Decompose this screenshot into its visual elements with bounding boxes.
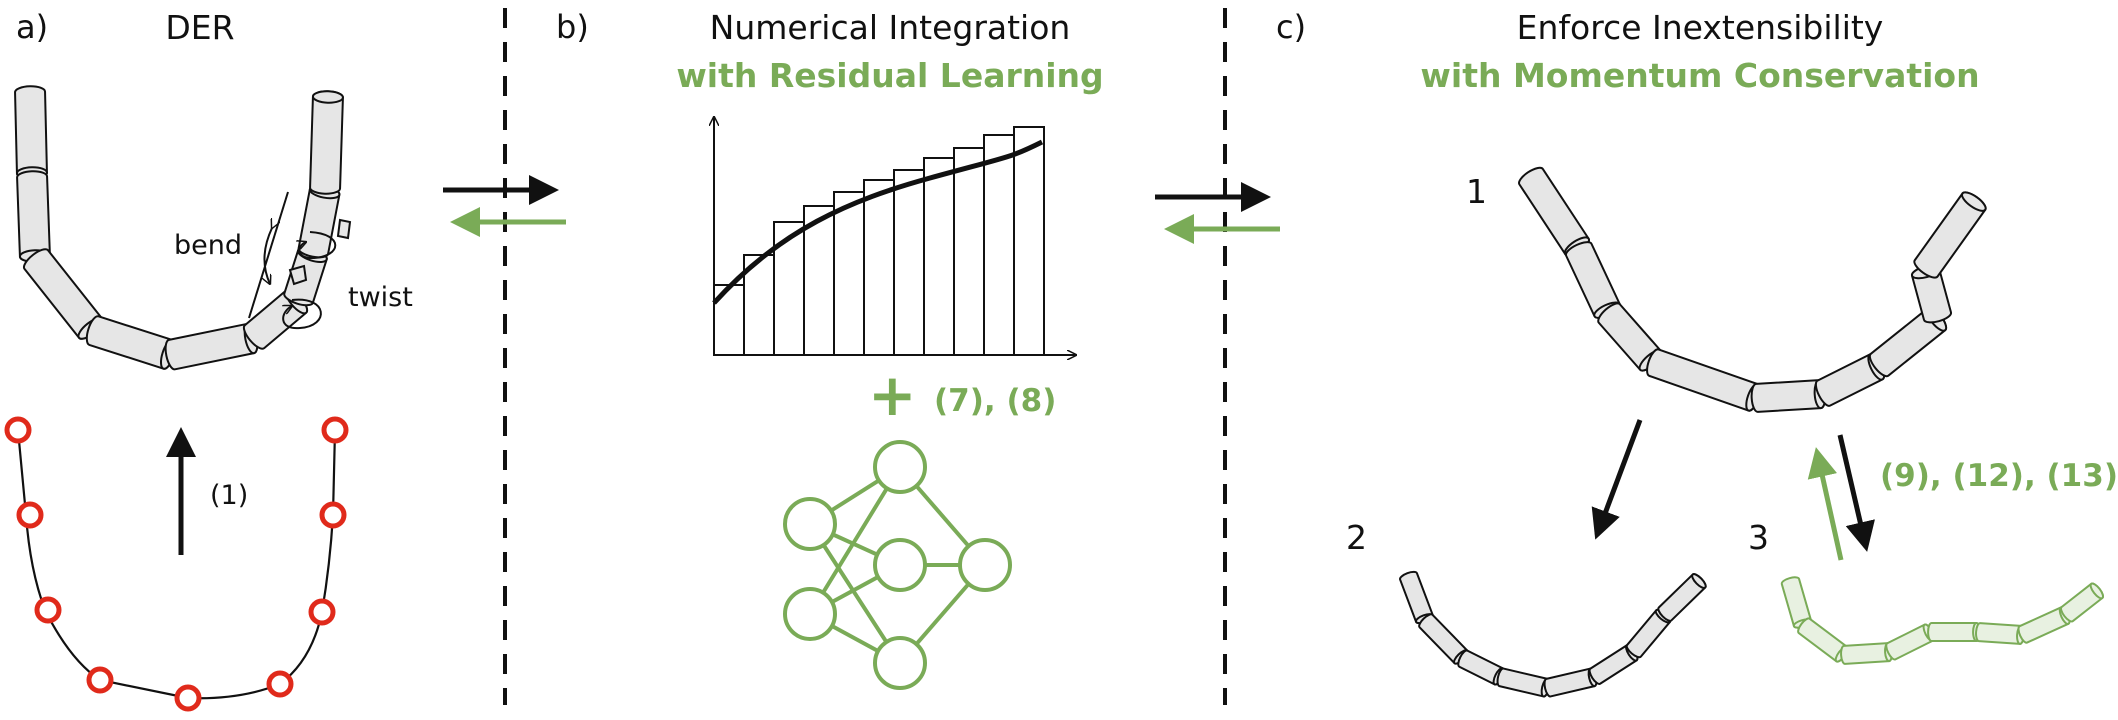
der-rod (14, 85, 352, 371)
node-curve (16, 429, 337, 700)
riemann-bar (953, 147, 985, 356)
panel-c-letter: c) (1276, 8, 1307, 46)
rod-state-2 (1399, 570, 1707, 698)
rod-segment (14, 85, 48, 180)
integration-plot (714, 117, 1076, 355)
riemann-bar (833, 191, 865, 356)
node-marker (308, 598, 336, 626)
panel-c-equations: (9), (12), (13) (1880, 458, 2118, 494)
riemann-bar (803, 205, 835, 356)
rod-segment (1927, 622, 1981, 642)
der-equation: (1) (210, 480, 249, 511)
rod-segment (309, 90, 344, 195)
node-marker (86, 666, 114, 694)
panel-a-title: DER (165, 8, 235, 47)
node-marker (34, 596, 62, 624)
riemann-bar (1013, 126, 1045, 356)
arrow-1-to-3 (1837, 434, 1875, 552)
rod-segment (1913, 191, 1987, 279)
twist-bracket (288, 264, 308, 286)
rod-segment (1840, 642, 1893, 665)
panel-b-subtitle: with Residual Learning (676, 56, 1104, 95)
rod-segment (85, 315, 177, 370)
twist-label: twist (348, 282, 413, 313)
panel-b-letter: b) (556, 8, 589, 46)
twist-arrow-upper (299, 231, 337, 260)
integrated-curve (712, 139, 1044, 305)
rod-segment (1750, 379, 1827, 413)
node-markers (4, 416, 349, 712)
panel-c-subtitle: with Momentum Conservation (1420, 56, 1980, 95)
riemann-bars (713, 126, 1045, 356)
riemann-bar (923, 157, 955, 356)
panel-b-title: Numerical Integration (709, 8, 1071, 47)
riemann-bar (983, 134, 1015, 356)
node-marker (174, 684, 202, 712)
step-3-label: 3 (1748, 518, 1769, 557)
riemann-bar (773, 221, 805, 356)
neural-network-icon (783, 440, 1012, 690)
twist-arrow (283, 298, 322, 330)
rod-segment (2060, 582, 2104, 623)
arrow-3-to-1 (1807, 447, 1844, 561)
panel-c-title: Enforce Inextensibility (1516, 8, 1884, 47)
node-marker (16, 501, 44, 529)
step-2-label: 2 (1346, 518, 1367, 557)
rod-segment (1657, 573, 1707, 622)
step-1-label: 1 (1466, 172, 1487, 211)
plus-sign: + (868, 361, 917, 429)
node-marker (319, 501, 347, 529)
node-marker (321, 416, 349, 444)
riemann-bar (893, 169, 925, 356)
arrow-1-to-2 (1591, 419, 1643, 540)
bend-label: bend (174, 230, 243, 261)
node-marker (4, 416, 32, 444)
rod-state-3 (1780, 576, 2104, 665)
rod-segment (1496, 667, 1551, 698)
panel-a-letter: a) (16, 8, 49, 46)
rod-segment (1975, 622, 2025, 645)
rod-state-1 (1518, 166, 1987, 413)
twist-bracket (336, 218, 352, 240)
riemann-bar (863, 179, 895, 356)
panel-b-equations: (7), (8) (934, 383, 1057, 419)
bend-arrow (264, 228, 272, 284)
rod-segment (1646, 348, 1761, 412)
node-marker (266, 670, 294, 698)
